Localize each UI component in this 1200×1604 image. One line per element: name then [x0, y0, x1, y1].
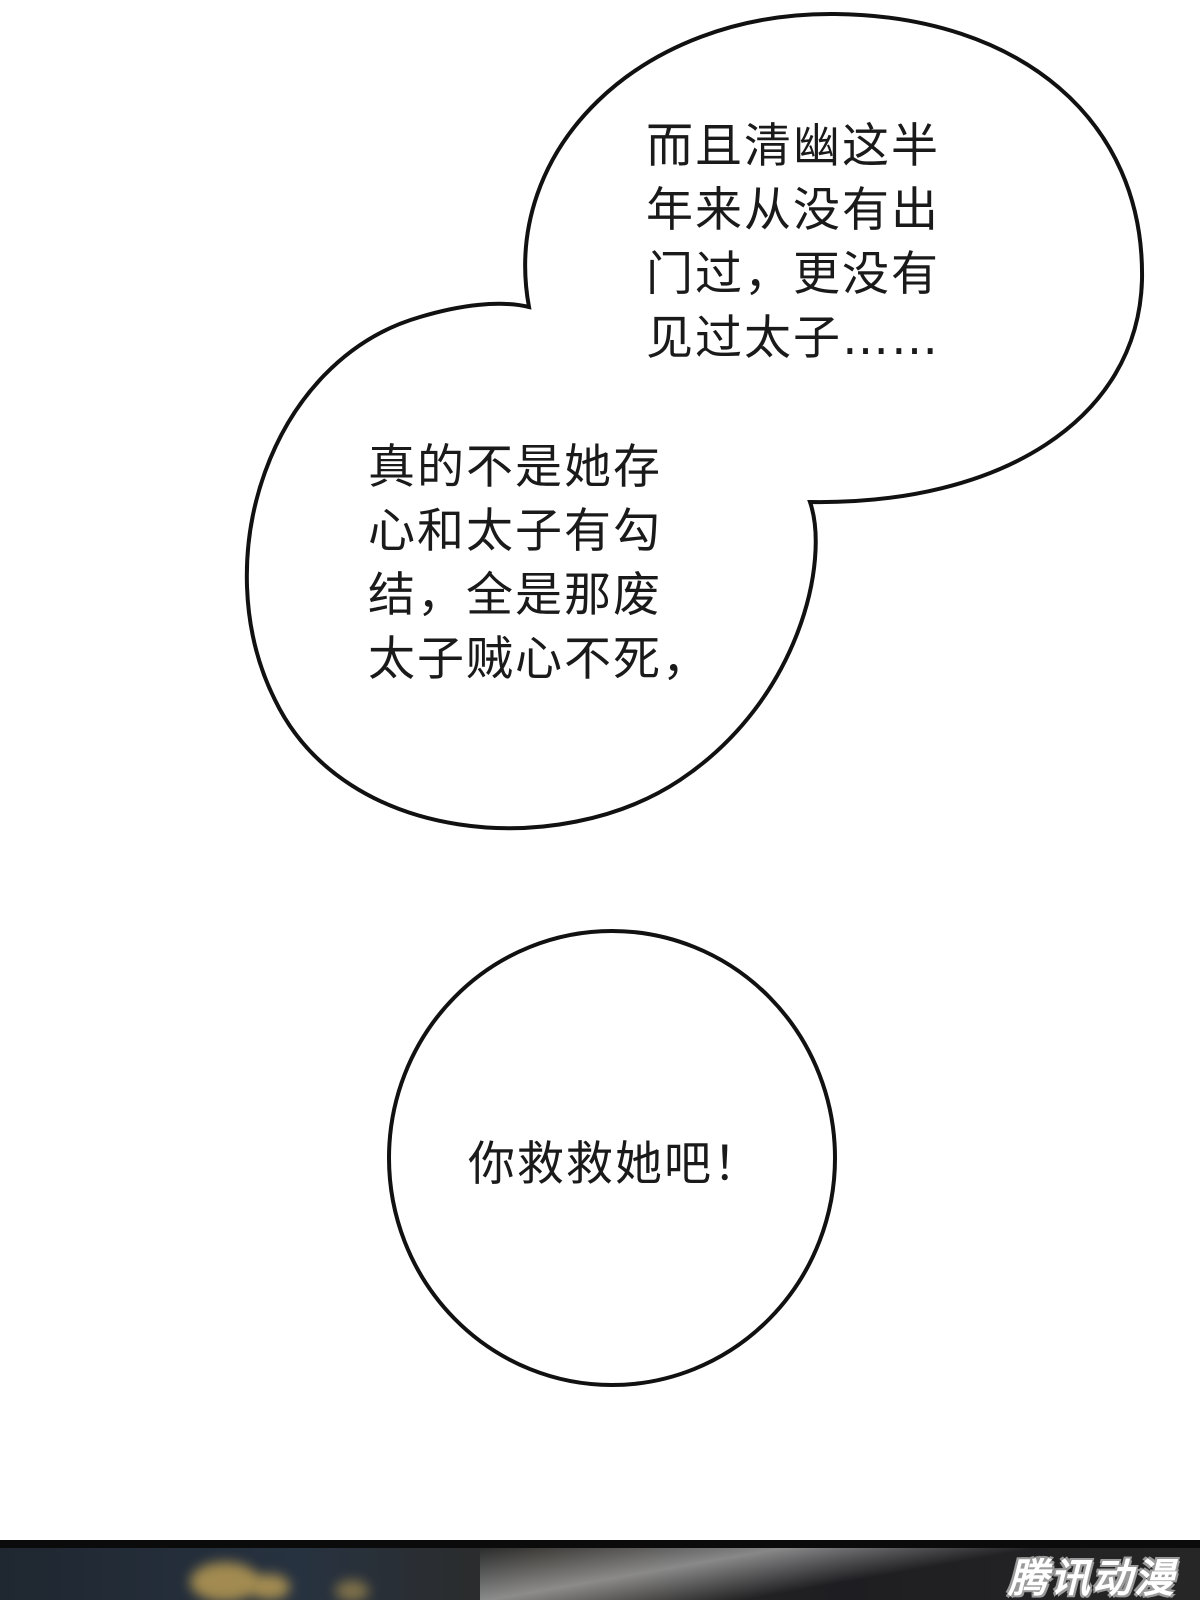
watermark-logo: 腾讯动漫	[1008, 1556, 1176, 1602]
panel-artwork-light-ray	[480, 1548, 1200, 1600]
panel-artwork-highlight	[190, 1562, 260, 1600]
dialogue-line: 太子贼心不死，	[368, 632, 711, 687]
next-panel-preview	[0, 1540, 1200, 1600]
dialogue-line: 真的不是她存	[368, 440, 662, 495]
speech-bubble-upper-outline	[244, 11, 1145, 831]
dialogue-line: 年来从没有出	[646, 183, 940, 238]
dialogue-line: 心和太子有勾	[368, 504, 662, 559]
speech-bubble-lower-outline	[387, 929, 837, 1387]
dialogue-line: 你救救她吧！	[468, 1137, 762, 1192]
speech-bubble-lower-text: 你救救她吧！	[468, 1135, 762, 1195]
speech-bubble-middle-text: 真的不是她存 心和太子有勾 结，全是那废 太子贼心不死，	[368, 436, 711, 692]
panel-border	[0, 1540, 1200, 1548]
dialogue-line: 结，全是那废	[368, 568, 662, 623]
dialogue-line: 门过，更没有	[646, 247, 940, 302]
dialogue-line: 见过太子……	[646, 311, 940, 366]
dialogue-line: 而且清幽这半	[646, 119, 940, 174]
panel-artwork-highlight	[250, 1574, 290, 1600]
panel-artwork-highlight	[335, 1580, 369, 1600]
speech-bubble-upper-text: 而且清幽这半 年来从没有出 门过，更没有 见过太子……	[646, 115, 940, 371]
